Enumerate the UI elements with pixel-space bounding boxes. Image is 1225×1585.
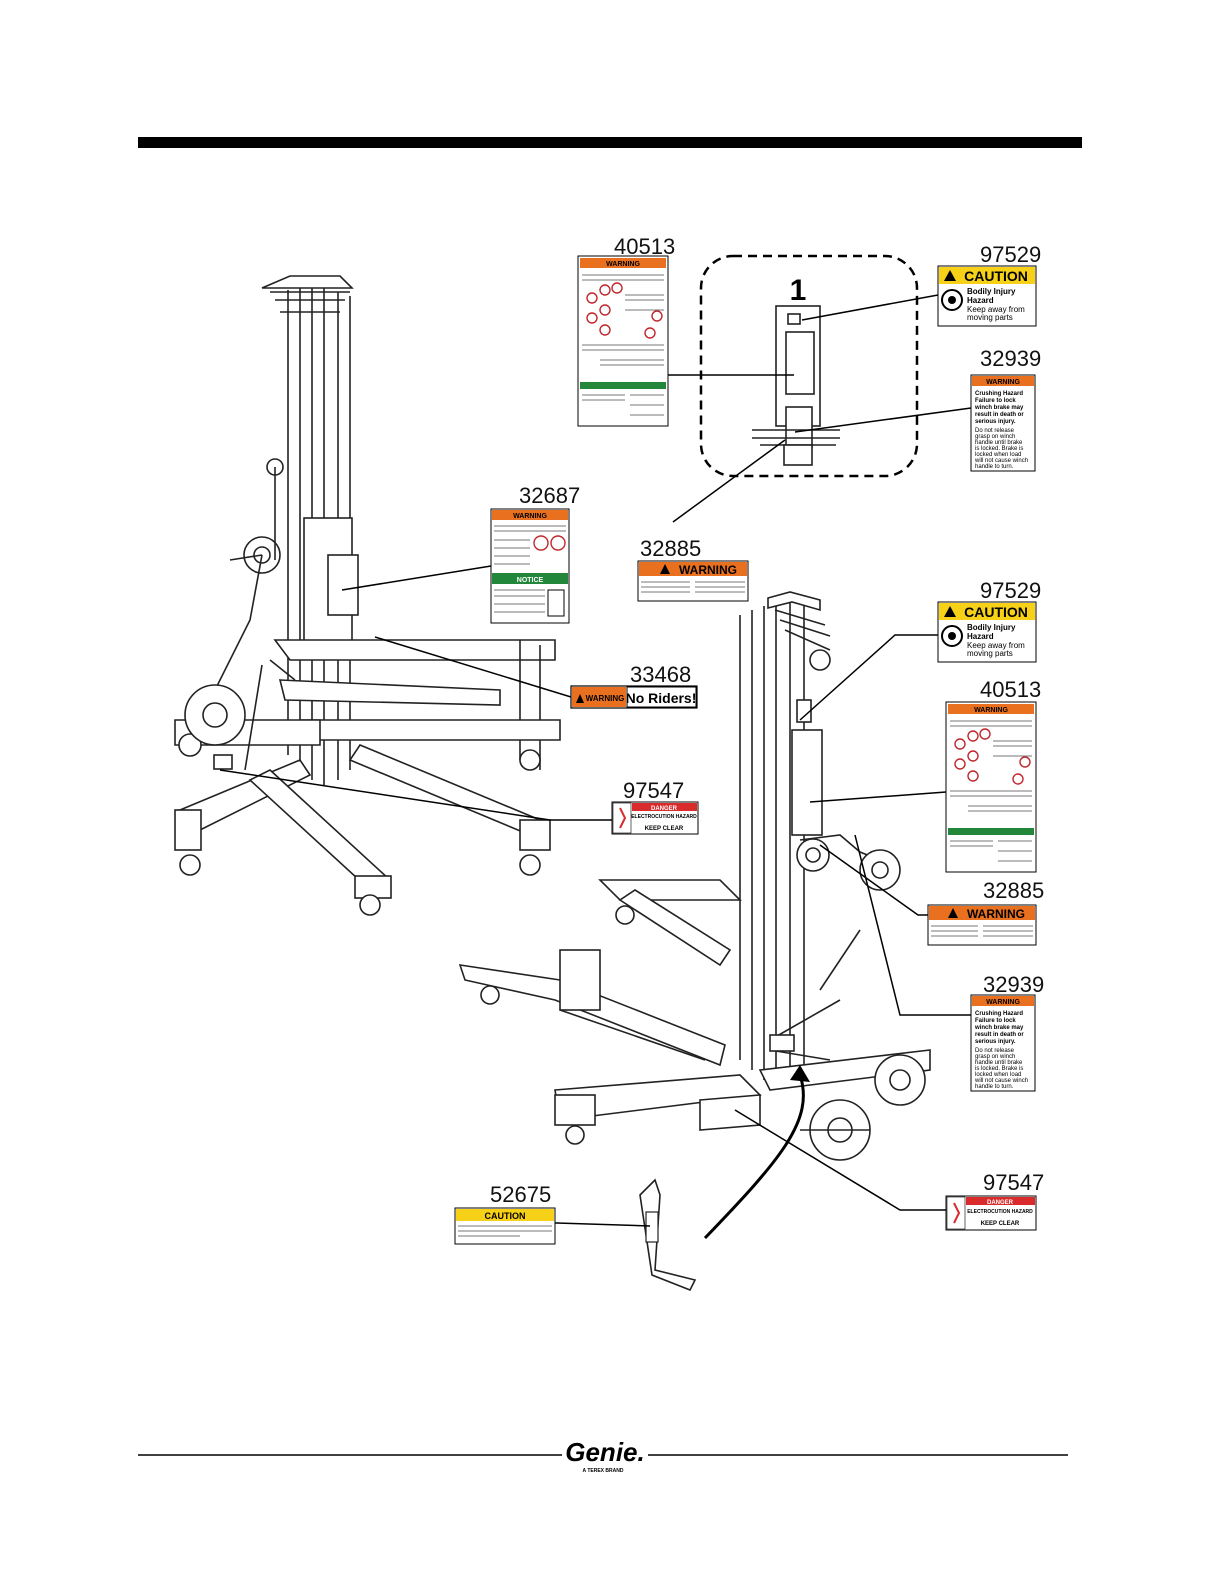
decal-warning-word: WARNING — [967, 907, 1025, 921]
part-number-97547-bottom: 97547 — [983, 1170, 1044, 1195]
lift-left-illustration — [174, 275, 561, 916]
decal-release-line: is locked. Brake is — [975, 446, 1023, 452]
detail-caution-decal — [787, 313, 801, 325]
decal-release-line: will not cause winch — [974, 1078, 1028, 1084]
decal-40513-top: WARNING — [577, 255, 669, 427]
header-bar — [138, 137, 1082, 148]
part-number-97529-mid: 97529 — [980, 578, 1041, 603]
detail-dashed-border — [699, 254, 919, 478]
part-number-97529-top: 97529 — [980, 242, 1041, 267]
bracket-part — [639, 1178, 697, 1292]
decal-electrocution: ELECTROCUTION HAZARD — [967, 1209, 1033, 1215]
decal-release-line: handle until brake — [975, 1060, 1023, 1066]
detail-decal-area — [785, 331, 815, 395]
decal-danger-word: DANGER — [987, 1200, 1014, 1206]
decal-crushing-line: Crushing Hazard — [975, 1011, 1023, 1017]
decal-release-line: Do not release — [975, 428, 1015, 434]
genie-logo: Genie. — [565, 1437, 644, 1467]
part-number-32885-top: 32885 — [640, 536, 701, 561]
decal-keep-clear: KEEP CLEAR — [981, 1221, 1020, 1227]
footer: Genie. A TEREX BRAND — [138, 1437, 1068, 1474]
decal-keep-away-2: moving parts — [967, 649, 1013, 658]
decal-caution-word: CAUTION — [964, 604, 1028, 620]
part-numbers: 40513 97529 32939 32687 32885 97529 4051… — [490, 234, 1044, 1207]
part-number-32885-mid: 32885 — [983, 878, 1044, 903]
detail-1-view: 1 — [699, 254, 919, 478]
decal-crushing-line: result in death or — [975, 1032, 1024, 1038]
decal-warning-word: WARNING — [679, 563, 737, 577]
decal-bodily-injury-2: Hazard — [967, 632, 994, 641]
decal-crushing-line: Failure to lock — [975, 1018, 1016, 1024]
decal-32687: WARNING NOTICE — [490, 508, 570, 624]
decal-release-line: Do not release — [975, 1048, 1015, 1054]
decal-32939-top: WARNING Crushing Hazard Failure to lock … — [970, 374, 1036, 472]
decal-warning-word: WARNING — [974, 707, 1008, 714]
genie-logo-tagline: A TEREX BRAND — [583, 1468, 624, 1474]
decal-notice-word: NOTICE — [517, 577, 544, 584]
leader-lines — [219, 294, 972, 1227]
decal-bodily-injury-1: Bodily Injury — [967, 623, 1016, 632]
decal-52675: CAUTION — [454, 1207, 556, 1245]
decal-32885-mid: WARNING — [927, 904, 1037, 946]
decal-release-line: handle to turn. — [975, 1084, 1014, 1090]
decal-release-line: handle until brake — [975, 440, 1023, 446]
decal-keep-away-1: Keep away from — [967, 641, 1025, 650]
decal-warning-word: WARNING — [586, 694, 625, 703]
decal-bodily-injury-1: Bodily Injury — [967, 287, 1016, 296]
decal-danger-word: DANGER — [651, 806, 678, 812]
decal-release-line: grasp on winch — [975, 434, 1015, 440]
decal-crushing-line: serious injury. — [975, 1039, 1016, 1045]
decal-caution-word: CAUTION — [485, 1211, 526, 1221]
decal-warning-word: WARNING — [986, 999, 1020, 1006]
decal-crushing-line: winch brake may — [974, 1025, 1024, 1031]
decal-no-riders: No Riders! — [626, 690, 697, 706]
decal-crushing-line: Crushing Hazard — [975, 391, 1023, 397]
part-number-40513-top: 40513 — [614, 234, 675, 259]
decal-97529-top: CAUTION Bodily Injury Hazard Keep away f… — [937, 265, 1037, 327]
part-number-40513-mid: 40513 — [980, 677, 1041, 702]
decal-release-line: is locked. Brake is — [975, 1066, 1023, 1072]
decal-warning-word: WARNING — [606, 261, 640, 268]
decal-release-line: handle to turn. — [975, 464, 1014, 470]
decal-97547-bottom: DANGER ELECTROCUTION HAZARD KEEP CLEAR — [945, 1195, 1037, 1231]
decal-keep-away-2: moving parts — [967, 313, 1013, 322]
part-number-33468: 33468 — [630, 662, 691, 687]
part-number-52675: 52675 — [490, 1182, 551, 1207]
decal-crushing-line: serious injury. — [975, 419, 1016, 425]
decal-keep-away-1: Keep away from — [967, 305, 1025, 314]
decal-33468: WARNING No Riders! — [570, 685, 698, 709]
decal-97547-left: DANGER ELECTROCUTION HAZARD KEEP CLEAR — [611, 801, 699, 835]
part-number-32687: 32687 — [519, 483, 580, 508]
decal-caution-word: CAUTION — [964, 268, 1028, 284]
detail-callout-number: 1 — [790, 274, 807, 307]
part-number-32939-mid: 32939 — [983, 972, 1044, 997]
decal-bodily-injury-2: Hazard — [967, 296, 994, 305]
decal-keep-clear: KEEP CLEAR — [645, 826, 684, 832]
decal-release-line: locked when load — [975, 1072, 1021, 1078]
decal-warning-word: WARNING — [986, 379, 1020, 386]
decal-32885-top: WARNING — [637, 560, 749, 602]
decal-release-line: locked when load — [975, 452, 1021, 458]
decal-release-line: will not cause winch — [974, 458, 1028, 464]
decal-crushing-line: winch brake may — [974, 405, 1024, 411]
decal-40513-mid: WARNING — [945, 701, 1037, 873]
lift-right-illustration — [458, 591, 931, 1161]
part-number-97547-left: 97547 — [623, 778, 684, 803]
decal-release-line: grasp on winch — [975, 1054, 1015, 1060]
decal-crushing-line: result in death or — [975, 412, 1024, 418]
part-number-32939-top: 32939 — [980, 346, 1041, 371]
decal-electrocution: ELECTROCUTION HAZARD — [631, 814, 697, 820]
decal-crushing-line: Failure to lock — [975, 398, 1016, 404]
detail-arrow — [703, 1074, 805, 1240]
decal-97529-mid: CAUTION Bodily Injury Hazard Keep away f… — [937, 601, 1037, 663]
decal-warning-word: WARNING — [513, 513, 547, 520]
decal-32939-mid: WARNING Crushing Hazard Failure to lock … — [970, 994, 1036, 1092]
detail-arrow-head — [790, 1065, 810, 1082]
